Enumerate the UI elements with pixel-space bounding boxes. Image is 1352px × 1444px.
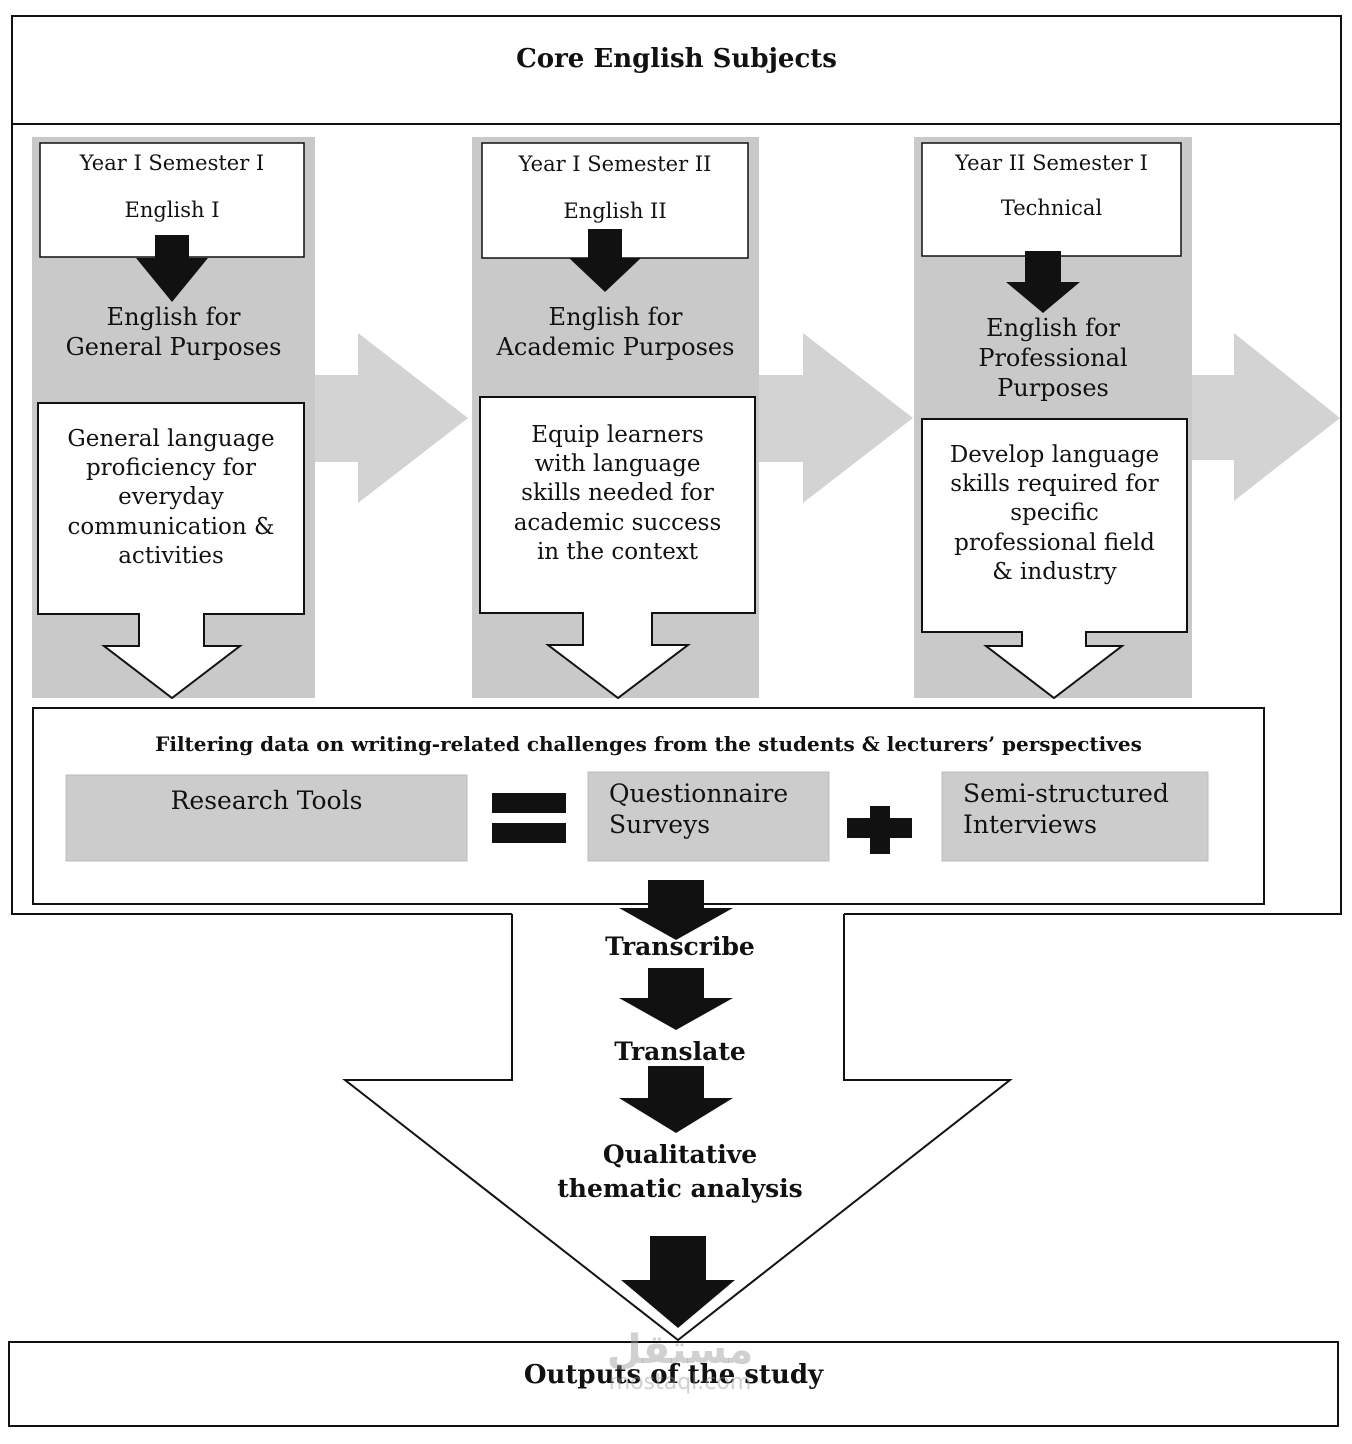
semester-term-1: Year I Semester I	[79, 151, 265, 175]
page-title: Core English Subjects	[516, 44, 837, 74]
purpose-label-3: English for Professional Purposes	[978, 314, 1128, 402]
outputs-label: Outputs of the study	[523, 1360, 824, 1390]
description-text-1: General language proficiency for everyda…	[67, 426, 275, 569]
watermark-logo-text: مستقل	[606, 1327, 754, 1373]
description-arrow-box-3	[921, 418, 1188, 700]
down-arrow-icon-analysis	[619, 1066, 733, 1133]
purpose-label-2: English for Academic Purposes	[496, 303, 735, 361]
down-arrow-icon-3	[1006, 251, 1080, 313]
semester-term-2: Year I Semester II	[518, 152, 712, 176]
semester-subject-3: Technical	[1000, 196, 1103, 220]
down-arrow-icon-outputs	[621, 1236, 735, 1328]
progress-arrow-3	[1192, 333, 1340, 501]
equals-icon-bottom	[492, 823, 566, 843]
outputs-box	[8, 1341, 1339, 1427]
semester-subject-2: English II	[563, 199, 667, 223]
main-container	[11, 123, 1342, 915]
semester-subject-1: English I	[124, 198, 220, 222]
description-arrow-box-2	[479, 396, 756, 700]
interviews-box	[941, 771, 1209, 862]
step-analysis: Qualitative thematic analysis	[557, 1140, 803, 1203]
step-translate: Translate	[614, 1037, 746, 1066]
semester-term-3: Year II Semester I	[955, 151, 1148, 175]
down-arrow-icon-translate	[619, 968, 733, 1030]
description-text-2: Equip learners with language skills need…	[513, 422, 722, 565]
filtering-title: Filtering data on writing-related challe…	[155, 732, 1142, 756]
down-arrow-icon-2	[569, 229, 641, 292]
down-arrow-icon-transcribe	[619, 880, 733, 940]
watermark-url: mostaql.com	[608, 1370, 752, 1395]
purpose-label-1: English for General Purposes	[65, 303, 282, 361]
progress-arrow-1	[315, 333, 468, 503]
equals-icon-top	[492, 793, 566, 813]
description-arrow-box-1	[37, 402, 305, 700]
plus-icon-vertical	[870, 806, 890, 854]
description-text-3: Develop language skills required for spe…	[949, 442, 1160, 585]
down-arrow-icon-1	[136, 235, 208, 302]
questionnaire-label: Questionnaire Surveys	[609, 779, 789, 840]
questionnaire-box	[587, 771, 830, 862]
research-tools-box	[65, 774, 468, 862]
interviews-label: Semi-structured Interviews	[963, 779, 1169, 840]
progress-arrow-2	[759, 333, 913, 503]
title-box	[11, 15, 1342, 125]
research-tools-label: Research Tools	[170, 786, 363, 815]
watermark: مستقل mostaql.com	[560, 1330, 800, 1396]
step-transcribe: Transcribe	[605, 932, 755, 961]
